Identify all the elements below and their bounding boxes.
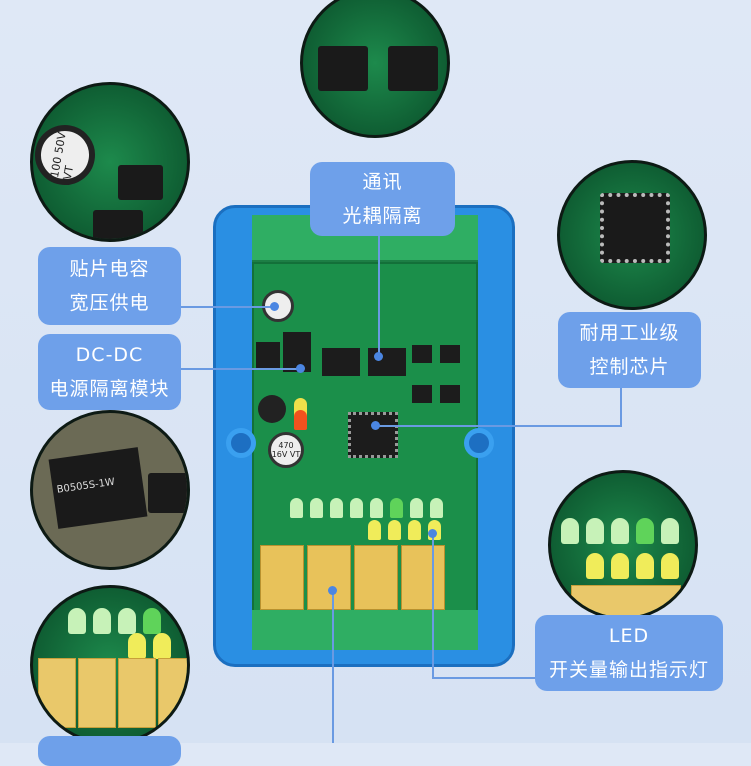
mcu-chip — [348, 412, 398, 458]
label-control-chip: 耐用工业级 控制芯片 — [558, 312, 701, 388]
dcdc-module-closeup: B0505S-1W — [48, 447, 148, 529]
label-line: 耐用工业级 — [579, 322, 680, 344]
status-led — [408, 520, 421, 540]
leader-dot — [374, 352, 383, 361]
status-led — [368, 520, 381, 540]
status-led — [388, 520, 401, 540]
ic-small — [412, 345, 432, 363]
relay-2 — [307, 545, 351, 610]
status-led — [330, 498, 343, 518]
label-line: 光耦隔离 — [342, 205, 423, 227]
status-led — [290, 498, 303, 518]
leader-line — [180, 306, 275, 308]
leader-line — [180, 368, 300, 370]
label-line: 宽压供电 — [69, 292, 150, 314]
mount-hole-left — [226, 428, 256, 458]
optocoupler-1 — [322, 348, 360, 376]
terminal-block-bottom — [252, 610, 478, 650]
regulator — [256, 342, 280, 370]
inductor — [258, 395, 286, 423]
label-line: 通讯 — [362, 171, 403, 193]
leader-dot — [328, 586, 337, 595]
zoom-circle-leds — [548, 470, 698, 620]
status-led — [390, 498, 403, 518]
zoom-circle-dcdc: B0505S-1W — [30, 410, 190, 570]
status-led — [370, 498, 383, 518]
label-line: 开关量输出指示灯 — [548, 659, 709, 681]
label-line: DC-DC — [75, 344, 144, 366]
capacitor-470: 470 16V VT — [268, 432, 304, 468]
label-comm-isolation: 通讯 光耦隔离 — [310, 162, 455, 236]
label-line: 控制芯片 — [589, 356, 670, 378]
leader-line — [375, 425, 622, 427]
ic-small — [440, 385, 460, 403]
status-led — [410, 498, 423, 518]
leader-dot — [296, 364, 305, 373]
status-led — [350, 498, 363, 518]
relay-3 — [354, 545, 398, 610]
leader-line — [332, 590, 334, 743]
zoom-circle-optocouplers — [300, 0, 450, 138]
mount-hole-right — [464, 428, 494, 458]
leader-line — [432, 677, 537, 679]
label-dcdc: DC-DC 电源隔离模块 — [38, 334, 181, 410]
leader-dot — [371, 421, 380, 430]
ic-small — [440, 345, 460, 363]
relay-1 — [260, 545, 304, 610]
label-line: 电源隔离模块 — [49, 378, 170, 400]
ic-small — [412, 385, 432, 403]
leader-dot — [428, 529, 437, 538]
label-line: 贴片电容 — [69, 258, 150, 280]
leader-dot — [270, 302, 279, 311]
label-led: LED 开关量输出指示灯 — [535, 615, 723, 691]
leader-line — [378, 235, 380, 355]
zoom-circle-mcu — [557, 160, 707, 310]
zoom-circle-relays — [30, 585, 190, 745]
capacitor-top: 100 50V VT — [33, 120, 100, 190]
relay-4 — [401, 545, 445, 610]
optocoupler-2 — [368, 348, 406, 376]
label-bottom-partial — [38, 736, 181, 766]
status-led — [310, 498, 323, 518]
status-led — [430, 498, 443, 518]
label-smd-capacitor: 贴片电容 宽压供电 — [38, 247, 181, 325]
zoom-circle-capacitor: 100 50V VT — [30, 82, 190, 242]
leader-line — [432, 533, 434, 678]
leader-line — [620, 388, 622, 426]
led-red — [294, 410, 307, 430]
label-line: LED — [608, 625, 650, 647]
